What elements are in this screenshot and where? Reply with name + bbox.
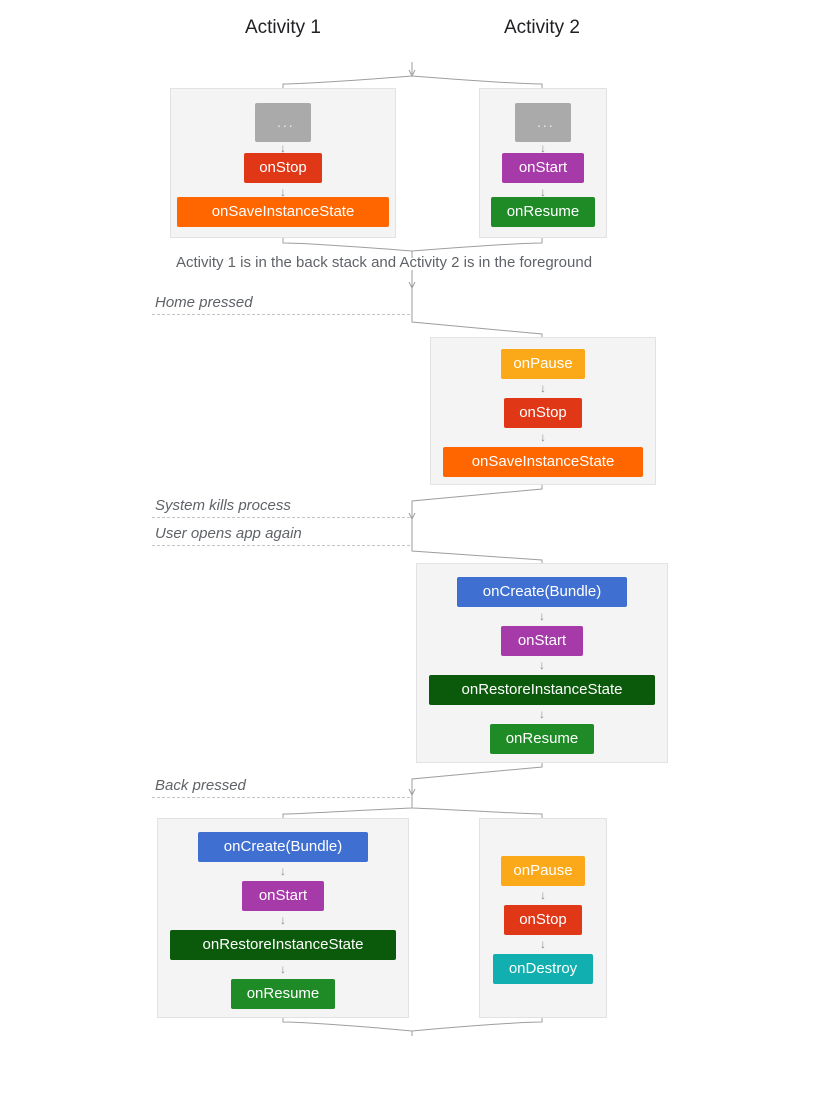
- lifecycle-box-onsaveinstancestate[interactable]: onSaveInstanceState: [443, 447, 643, 477]
- step-arrow: ↓: [540, 141, 546, 155]
- event-label-system-kills-process: System kills process: [155, 497, 291, 514]
- step-arrow: ↓: [280, 913, 286, 927]
- lifecycle-box-onresume[interactable]: onResume: [231, 979, 335, 1009]
- column-title-activity-2: Activity 2: [503, 17, 581, 38]
- connector-step3-in: [411, 519, 543, 563]
- event-label-user-opens-app-again: User opens app again: [155, 525, 302, 542]
- step-arrow: ↓: [280, 141, 286, 155]
- step-arrow: ↓: [280, 962, 286, 976]
- lifecycle-box-onstart[interactable]: onStart: [242, 881, 324, 911]
- activity-panel-1-activity-2: ... ↓ onStart ↓ onResume: [479, 88, 607, 238]
- event-dash-system-kills-process: [152, 517, 410, 518]
- step-arrow: ↓: [280, 185, 286, 199]
- step-arrow: ↓: [540, 430, 546, 444]
- lifecycle-box-oncreate[interactable]: onCreate(Bundle): [457, 577, 627, 607]
- connector-step2-in: [411, 288, 543, 337]
- lifecycle-box-onpause[interactable]: onPause: [501, 856, 585, 886]
- event-dash-back-pressed: [152, 797, 410, 798]
- activity-panel-2-activity-2: onPause ↓ onStop ↓ onSaveInstanceState: [430, 337, 656, 485]
- lifecycle-box-ellipsis[interactable]: ...: [255, 103, 311, 142]
- connector-step4-out-left: [282, 1018, 413, 1032]
- step-arrow: ↓: [539, 658, 545, 672]
- connector-step1-right: [411, 75, 543, 88]
- step-arrow: ↓: [280, 864, 286, 878]
- event-label-home-pressed: Home pressed: [155, 294, 253, 311]
- lifecycle-box-onpause[interactable]: onPause: [501, 349, 585, 379]
- lifecycle-box-onsaveinstancestate[interactable]: onSaveInstanceState: [177, 197, 389, 227]
- event-dash-home-pressed: [152, 314, 410, 315]
- lifecycle-box-onstop[interactable]: onStop: [504, 398, 582, 428]
- step-arrow: ↓: [539, 707, 545, 721]
- column-title-activity-1: Activity 1: [244, 17, 322, 38]
- activity-panel-4-activity-1: onCreate(Bundle) ↓ onStart ↓ onRestoreIn…: [157, 818, 409, 1018]
- lifecycle-box-onstart[interactable]: onStart: [501, 626, 583, 656]
- activity-panel-4-activity-2: onPause ↓ onStop ↓ onDestroy: [479, 818, 607, 1018]
- connector-step1-left: [282, 75, 413, 88]
- event-label-back-pressed: Back pressed: [155, 777, 246, 794]
- lifecycle-box-onstart[interactable]: onStart: [502, 153, 584, 183]
- connector-step2-out: [411, 485, 543, 519]
- lifecycle-box-onrestoreinstancestate[interactable]: onRestoreInstanceState: [170, 930, 396, 960]
- step-arrow: ↓: [540, 185, 546, 199]
- lifecycle-box-onstop[interactable]: onStop: [504, 905, 582, 935]
- step-arrow: ↓: [540, 381, 546, 395]
- lifecycle-box-oncreate[interactable]: onCreate(Bundle): [198, 832, 368, 862]
- connector-step4-right: [411, 795, 543, 818]
- lifecycle-box-onrestoreinstancestate[interactable]: onRestoreInstanceState: [429, 675, 655, 705]
- connector-step1-out-right: [411, 238, 543, 252]
- connector-step3-out: [411, 763, 543, 795]
- lifecycle-box-onstop[interactable]: onStop: [244, 153, 322, 183]
- lifecycle-box-ondestroy[interactable]: onDestroy: [493, 954, 593, 984]
- activity-panel-1-activity-1: ... ↓ onStop ↓ onSaveInstanceState: [170, 88, 396, 238]
- lifecycle-box-onresume[interactable]: onResume: [490, 724, 594, 754]
- lifecycle-box-ellipsis[interactable]: ...: [515, 103, 571, 142]
- event-dash-user-opens-app-again: [152, 545, 410, 546]
- connector-step4-out-right: [411, 1018, 543, 1032]
- lifecycle-box-onresume[interactable]: onResume: [491, 197, 595, 227]
- step-arrow: ↓: [540, 888, 546, 902]
- connector-step4-left: [282, 795, 413, 818]
- connector-step1-out-left: [282, 238, 413, 252]
- caption-back-stack: Activity 1 is in the back stack and Acti…: [176, 254, 593, 271]
- step-arrow: ↓: [539, 609, 545, 623]
- step-arrow: ↓: [540, 937, 546, 951]
- activity-panel-3-activity-2: onCreate(Bundle) ↓ onStart ↓ onRestoreIn…: [416, 563, 668, 763]
